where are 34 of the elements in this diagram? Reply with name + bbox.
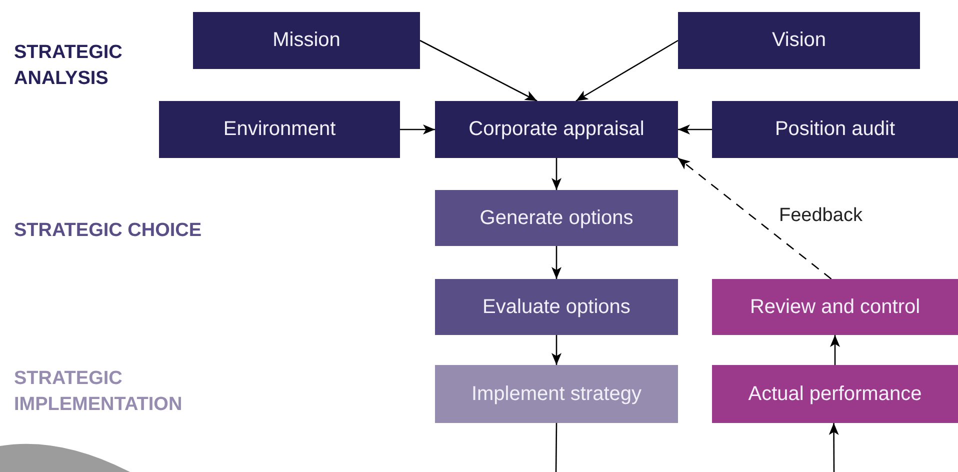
stage-heading: STRATEGIC CHOICE xyxy=(14,219,203,243)
arrow xyxy=(552,335,562,365)
box-label: Actual performance xyxy=(748,382,922,406)
process-box xyxy=(712,279,958,335)
arrow xyxy=(828,423,839,472)
box-label: Position audit xyxy=(774,118,896,141)
line xyxy=(555,423,558,472)
box-label: Corporate appraisal xyxy=(468,118,644,141)
arrow xyxy=(552,246,562,279)
box-label: Environment xyxy=(223,118,336,141)
box-label: Review and control xyxy=(750,296,920,318)
process-box xyxy=(193,12,420,69)
arrow xyxy=(552,158,562,190)
stage-heading: STRATEGIC IMPLEMENTATION xyxy=(14,367,184,417)
box-label: Generate options xyxy=(480,206,634,230)
arrow xyxy=(678,124,712,134)
process-box xyxy=(435,365,678,423)
dashed-arrow xyxy=(678,157,832,280)
process-box xyxy=(712,365,958,423)
box-label: Mission xyxy=(272,29,340,52)
process-box xyxy=(435,279,678,335)
stage-heading: STRATEGIC ANALYSIS xyxy=(14,41,124,91)
process-box xyxy=(435,190,678,246)
box-label: Implement strategy xyxy=(471,382,642,406)
box-label: Vision xyxy=(772,29,826,52)
process-box xyxy=(159,101,400,158)
arrow xyxy=(830,335,840,365)
process-box xyxy=(712,101,958,158)
arrow xyxy=(400,124,435,134)
box-label: Evaluate options xyxy=(482,296,630,318)
process-box xyxy=(435,101,678,158)
process-box xyxy=(678,12,920,69)
arrow xyxy=(576,40,678,102)
arrow xyxy=(420,40,538,102)
